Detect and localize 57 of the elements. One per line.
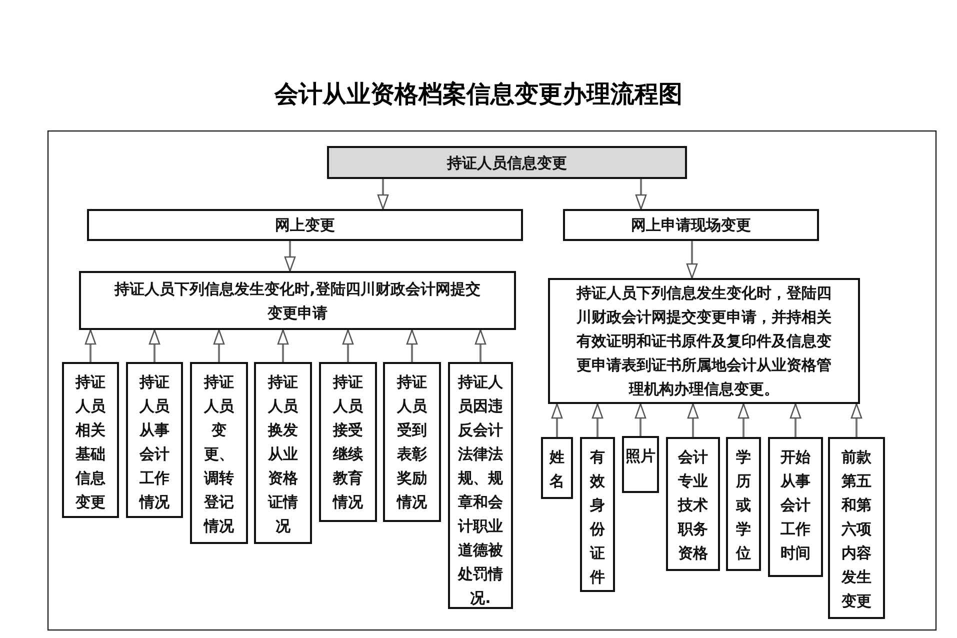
arrow bbox=[406, 329, 418, 362]
process-box bbox=[580, 437, 615, 592]
process-box bbox=[768, 437, 823, 577]
process-box bbox=[666, 437, 720, 571]
process-box bbox=[254, 362, 312, 544]
node-text: 持证人员相关基础信息变更 bbox=[74, 372, 106, 513]
arrow bbox=[686, 241, 698, 279]
node-text: 持证人员受到表彰奖励情况 bbox=[396, 372, 428, 513]
diagram-title: 会计从业资格档案信息变更办理流程图 bbox=[273, 78, 684, 110]
arrow bbox=[551, 403, 563, 437]
node-text: 持证人员下列信息发生变化时,登陆四川财政会计网提交变更申请 bbox=[113, 278, 482, 324]
process-box bbox=[62, 362, 119, 518]
start-box bbox=[327, 146, 687, 179]
node-text: 持证人员换发从业资格证情况 bbox=[267, 372, 299, 537]
arrow bbox=[377, 179, 389, 210]
node-text: 持证人员变更、调转登记情况 bbox=[203, 372, 235, 537]
node-text: 网上变更 bbox=[275, 215, 335, 236]
node-text: 持证人员下列信息发生变化时，登陆四川财政会计网提交变更申请，并持相关有效证明和证书原件及复印件及信息变更申请表到证书所属地会计从业资格管理机构办理信息变更。 bbox=[576, 283, 832, 400]
node-text: 照片 bbox=[624, 446, 656, 467]
process-box bbox=[79, 271, 516, 330]
node-text: 持证人员从事会计工作情况 bbox=[138, 372, 170, 513]
process-box bbox=[383, 362, 441, 522]
arrow bbox=[592, 403, 604, 437]
process-box bbox=[548, 278, 860, 404]
arrow bbox=[738, 403, 750, 437]
node-text: 姓名 bbox=[548, 447, 566, 492]
arrow bbox=[635, 179, 647, 210]
arrow bbox=[474, 329, 486, 362]
process-box bbox=[563, 209, 819, 241]
arrow bbox=[148, 329, 160, 362]
arrow bbox=[850, 403, 862, 437]
arrow bbox=[84, 329, 96, 362]
node-text: 有效身份证件 bbox=[589, 447, 606, 588]
node-text: 会计专业技术职务资格 bbox=[677, 447, 709, 564]
arrow bbox=[277, 329, 289, 362]
process-box bbox=[319, 362, 377, 522]
arrow bbox=[790, 403, 802, 437]
process-box bbox=[726, 437, 761, 571]
process-box bbox=[448, 362, 513, 609]
process-box bbox=[87, 209, 523, 241]
node-text: 开始从事会计工作时间 bbox=[780, 447, 812, 564]
arrow bbox=[634, 403, 646, 436]
node-text: 持证人员因违反会计法律法规、规章和会计职业道德被处罚情况. bbox=[457, 372, 504, 609]
process-box bbox=[541, 437, 573, 499]
node-text: 学历或学位 bbox=[735, 447, 752, 564]
process-box bbox=[622, 436, 659, 493]
process-box bbox=[828, 437, 885, 619]
node-text: 持证人员接受继续教育情况 bbox=[332, 372, 364, 513]
arrow bbox=[687, 403, 699, 437]
node-text: 前款第五和第六项内容发生变更 bbox=[840, 447, 872, 612]
arrow bbox=[213, 329, 225, 362]
node-text: 持证人员信息变更 bbox=[447, 152, 567, 174]
arrow bbox=[284, 241, 296, 272]
node-text: 网上申请现场变更 bbox=[631, 215, 751, 236]
process-box bbox=[190, 362, 248, 544]
arrow bbox=[342, 329, 354, 362]
process-box bbox=[126, 362, 183, 518]
